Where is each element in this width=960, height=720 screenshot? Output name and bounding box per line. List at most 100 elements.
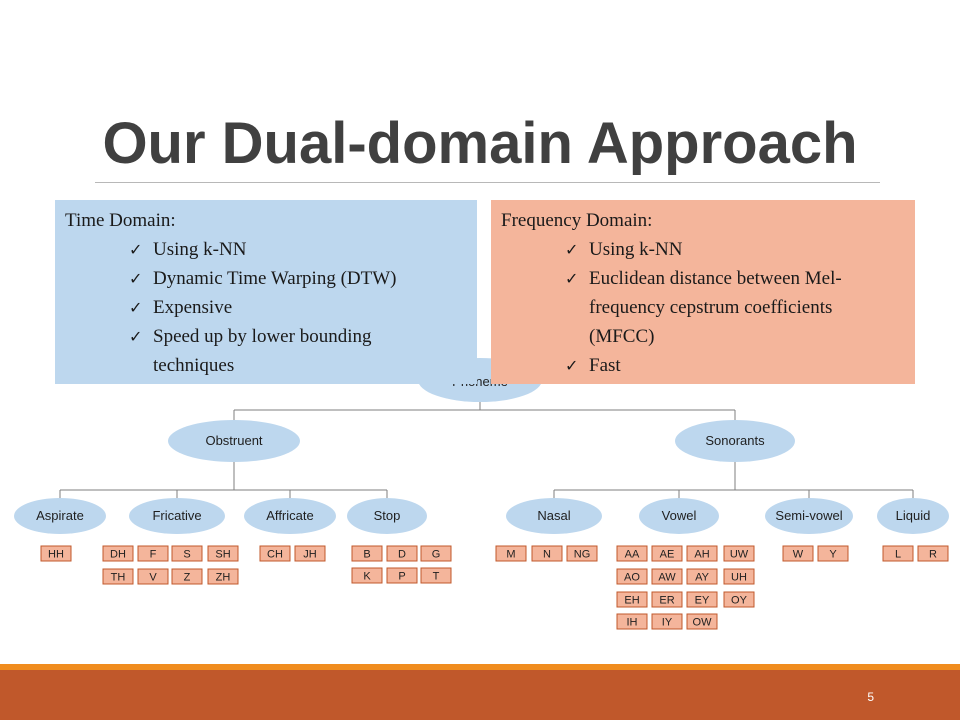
phoneme-box-liquid	[882, 545, 914, 562]
tree-node-semivowel-label: Semi-vowel	[775, 508, 842, 523]
phoneme-box-vowel	[686, 545, 718, 562]
phoneme-label: JH	[303, 549, 317, 561]
phoneme-box-vowel	[651, 613, 683, 630]
checkmark-icon: ✓	[129, 240, 143, 259]
checkmark-icon: ✓	[129, 327, 143, 346]
phoneme-box-affricate	[294, 545, 326, 562]
phoneme-label: AH	[694, 549, 709, 561]
phoneme-box-stop	[351, 545, 383, 562]
tree-node-nasal-label: Nasal	[537, 508, 570, 523]
phoneme-label: M	[506, 549, 515, 561]
phoneme-label: K	[363, 571, 371, 583]
phoneme-label: AA	[625, 549, 640, 561]
tree-node-sonorants-label: Sonorants	[705, 433, 765, 448]
phoneme-label: TH	[111, 572, 126, 584]
phoneme-box-fricative	[137, 545, 169, 562]
tree-node-vowel-label: Vowel	[662, 508, 697, 523]
phoneme-box-vowel	[616, 591, 648, 608]
phoneme-label: IY	[662, 617, 673, 629]
phoneme-label: OY	[731, 595, 748, 607]
phoneme-box-vowel	[616, 613, 648, 630]
list-item: ✓Expensive	[129, 293, 467, 322]
phoneme-box-stop	[420, 567, 452, 584]
tree-node-stop-label: Stop	[374, 508, 401, 523]
phoneme-label: AE	[660, 549, 675, 561]
phoneme-box-fricative	[207, 545, 239, 562]
list-item: ✓Using k-NN	[565, 235, 905, 264]
phoneme-label: G	[432, 549, 441, 561]
phoneme-box-fricative	[102, 568, 134, 585]
phoneme-label: N	[543, 549, 551, 561]
tree-node-semivowel	[765, 498, 853, 534]
phoneme-box-nasal	[566, 545, 598, 562]
tree-node-vowel	[639, 498, 719, 534]
phoneme-box-vowel	[651, 568, 683, 585]
tree-node-obstruent-label: Obstruent	[205, 433, 262, 448]
list-item: ✓Euclidean distance between Mel-frequenc…	[565, 264, 905, 351]
phoneme-label: P	[398, 571, 405, 583]
phoneme-label: R	[929, 549, 937, 561]
tree-node-nasal	[506, 498, 602, 534]
phoneme-box-vowel	[723, 568, 755, 585]
checkmark-icon: ✓	[565, 240, 579, 259]
tree-node-obstruent	[168, 420, 300, 462]
phoneme-label: AY	[695, 572, 710, 584]
phoneme-box-vowel	[686, 613, 718, 630]
phoneme-label: ZH	[216, 572, 231, 584]
phoneme-box-stop	[386, 567, 418, 584]
phoneme-label: T	[433, 571, 440, 583]
phoneme-box-vowel	[686, 591, 718, 608]
phoneme-label: NG	[574, 549, 591, 561]
phoneme-box-vowel	[651, 591, 683, 608]
title-underline	[95, 182, 880, 183]
phoneme-label: CH	[267, 549, 283, 561]
phoneme-label: EY	[695, 595, 710, 607]
tree-node-aspirate	[14, 498, 106, 534]
tree-node-liquid-label: Liquid	[896, 508, 931, 523]
tree-node-affricate	[244, 498, 336, 534]
phoneme-label: V	[149, 572, 157, 584]
phoneme-label: OW	[693, 617, 713, 629]
tree-node-liquid	[877, 498, 949, 534]
checkmark-icon: ✓	[129, 269, 143, 288]
phoneme-label: S	[183, 549, 190, 561]
phoneme-box-fricative	[171, 568, 203, 585]
frequency-domain-list: ✓Using k-NN ✓Euclidean distance between …	[501, 235, 905, 380]
footer-band	[0, 670, 960, 720]
list-item: ✓Fast	[565, 351, 905, 380]
phoneme-box-fricative	[171, 545, 203, 562]
tree-node-aspirate-label: Aspirate	[36, 508, 84, 523]
phoneme-box-fricative	[207, 568, 239, 585]
phoneme-label: UH	[731, 572, 747, 584]
phoneme-box-vowel	[616, 545, 648, 562]
phoneme-label: EH	[624, 595, 639, 607]
frequency-domain-heading: Frequency Domain:	[501, 210, 653, 231]
phoneme-box-stop	[386, 545, 418, 562]
phoneme-box-aspirate	[40, 545, 72, 562]
phoneme-box-vowel	[686, 568, 718, 585]
checkmark-icon: ✓	[565, 269, 579, 288]
phoneme-box-stop	[351, 567, 383, 584]
phoneme-label: Z	[184, 572, 191, 584]
phoneme-label: Y	[829, 549, 837, 561]
tree-node-sonorants	[675, 420, 795, 462]
list-item: ✓Using k-NN	[129, 235, 467, 264]
time-domain-list: ✓Using k-NN ✓Dynamic Time Warping (DTW) …	[65, 235, 467, 380]
list-item: ✓Dynamic Time Warping (DTW)	[129, 264, 467, 293]
phoneme-label: L	[895, 549, 901, 561]
phoneme-label: AO	[624, 572, 640, 584]
phoneme-box-vowel	[723, 545, 755, 562]
slide-title: Our Dual-domain Approach	[102, 111, 858, 176]
phoneme-label: D	[398, 549, 406, 561]
phoneme-box-nasal	[531, 545, 563, 562]
phoneme-label: HH	[48, 549, 64, 561]
phoneme-box-semivowel	[782, 545, 814, 562]
phoneme-box-fricative	[137, 568, 169, 585]
phoneme-label: IH	[627, 617, 638, 629]
phoneme-label: DH	[110, 549, 126, 561]
phoneme-box-fricative	[102, 545, 134, 562]
checkmark-icon: ✓	[565, 356, 579, 375]
